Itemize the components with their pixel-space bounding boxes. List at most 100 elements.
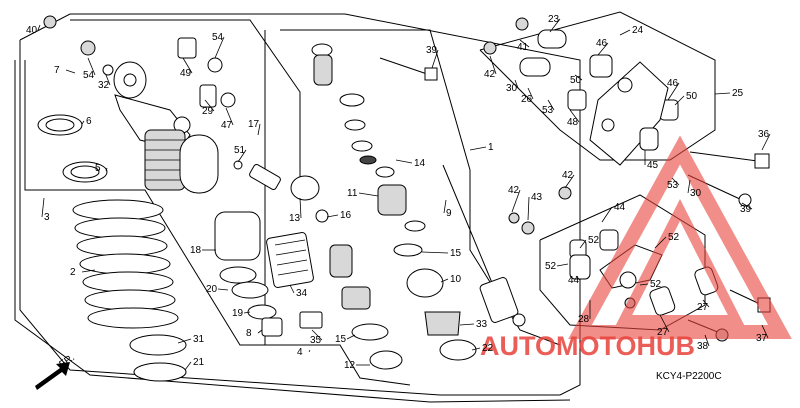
- callout-number: 39: [740, 204, 752, 215]
- callout-leader: [702, 299, 710, 308]
- callout-number: 30: [506, 83, 518, 94]
- callout-number: 4: [297, 347, 303, 358]
- callout-number: 46: [667, 78, 679, 89]
- callout-leader: [184, 361, 192, 371]
- callout-leader: [225, 107, 234, 126]
- callout-number: 20: [206, 284, 218, 295]
- callout-leader: [469, 146, 487, 151]
- callout-number: 22: [482, 343, 494, 354]
- callout-leader: [597, 42, 609, 56]
- callout-number: 42: [508, 185, 520, 196]
- callout-leader: [299, 197, 302, 219]
- callout-leader: [243, 311, 251, 314]
- watermark-brand-a: AUTO: [480, 331, 556, 361]
- callout-leader: [761, 133, 771, 151]
- callout-number: 45: [647, 160, 659, 171]
- callout-number: 46: [596, 38, 608, 49]
- callout-number: 1: [488, 142, 494, 153]
- diagram-code: KCY4-P2200C: [656, 371, 722, 382]
- callout-number: 11: [347, 188, 358, 199]
- callout-number: 14: [414, 158, 426, 169]
- callout-number: 50: [686, 91, 698, 102]
- callout-number: 12: [344, 360, 356, 371]
- callout-number: 29: [202, 106, 214, 117]
- callout-number: 37: [756, 333, 768, 344]
- callout-leader: [443, 199, 447, 214]
- callout-number: 19: [232, 308, 244, 319]
- callout-leader: [489, 55, 497, 75]
- callout-leader: [257, 123, 261, 136]
- watermark-brand-b: MOTO: [556, 331, 637, 361]
- callout-leader: [527, 196, 530, 221]
- callout-leader: [257, 329, 263, 334]
- callout-number: 18: [190, 245, 202, 256]
- callout-number: 17: [248, 119, 260, 130]
- callout-leader: [326, 214, 339, 218]
- callout-number: 47: [221, 120, 233, 131]
- callout-leader: [514, 79, 519, 89]
- callout-leader: [471, 347, 481, 351]
- callout-number: 23: [548, 14, 560, 25]
- callout-number: 9: [446, 208, 452, 219]
- watermark-logo: AUTOMOTOHUB: [480, 135, 792, 361]
- callout-number: 6: [86, 116, 92, 127]
- callout-leader: [431, 49, 439, 69]
- callout-number: 15: [335, 334, 347, 345]
- callout-number: 5: [95, 163, 101, 174]
- callout-number: 48: [567, 117, 579, 128]
- callout-leader: [65, 69, 76, 74]
- callout-leader: [204, 99, 215, 112]
- callout-number: 52: [668, 232, 680, 243]
- assembly-outlines: [14, 11, 716, 403]
- callout-leader: [619, 29, 631, 36]
- callout-leader: [311, 329, 323, 341]
- callout-leader: [37, 24, 41, 31]
- callout-number: 50: [570, 75, 582, 86]
- callout-leader: [81, 120, 85, 125]
- callout-number: 32: [98, 80, 110, 91]
- callout-leader: [217, 288, 229, 291]
- callout-leader: [575, 275, 581, 281]
- callout-number: 39: [426, 45, 438, 56]
- callout-number: 51: [234, 145, 246, 156]
- callout-leader: [564, 174, 575, 189]
- callout-number: 26: [521, 94, 533, 105]
- callout-number: 16: [340, 210, 352, 221]
- front-arrow: FR.: [35, 352, 77, 390]
- callout-number: 38: [697, 341, 709, 352]
- callout-leader: [547, 99, 555, 111]
- coil-spring: [72, 199, 179, 329]
- callout-leader: [704, 334, 710, 347]
- callout-leader: [289, 284, 295, 294]
- callout-number: 13: [289, 213, 301, 224]
- callout-number: 53: [667, 180, 679, 191]
- callout-leader: [81, 269, 96, 273]
- callout-leader: [601, 206, 613, 223]
- callout-leader: [687, 179, 691, 194]
- callout-number: 44: [568, 275, 580, 286]
- callout-number: 44: [614, 202, 626, 213]
- callout-number: 54: [212, 32, 224, 43]
- callout-number: 41: [517, 42, 529, 53]
- callout-leader: [214, 36, 225, 59]
- callout-leader: [671, 177, 680, 186]
- callout-leader: [574, 74, 583, 81]
- callout-number: 36: [758, 129, 770, 140]
- callout-leader: [395, 159, 413, 164]
- callout-leader: [358, 192, 379, 197]
- callout-leader: [667, 82, 680, 101]
- callout-number: 42: [562, 170, 574, 181]
- callout-number: 25: [732, 88, 744, 99]
- callout-leader: [527, 87, 534, 100]
- callout-leader: [237, 149, 247, 163]
- callout-number: 53: [542, 105, 554, 116]
- callout-number: 24: [632, 25, 644, 36]
- watermark-brand-c: HUB: [637, 331, 696, 361]
- callout-leader: [556, 263, 569, 267]
- callout-leader: [105, 74, 111, 86]
- callout-number: 3: [44, 212, 50, 223]
- callout-leader: [41, 197, 45, 218]
- callout-leader: [659, 314, 670, 333]
- callout-leader: [346, 334, 356, 340]
- callout-leader: [105, 167, 108, 172]
